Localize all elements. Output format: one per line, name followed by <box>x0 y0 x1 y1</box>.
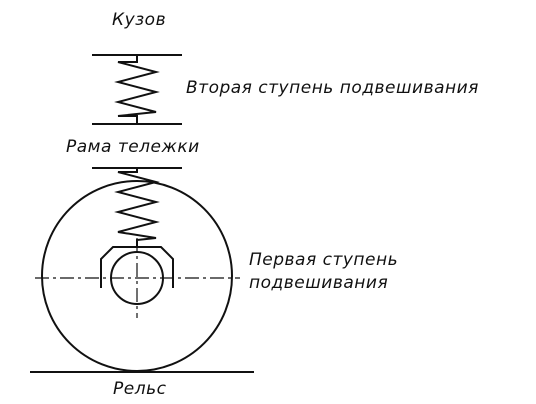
rail-label: Рельс <box>113 379 167 399</box>
second-stage-label: Вторая ступень подвешивания <box>186 78 479 98</box>
body-label: Кузов <box>112 10 166 30</box>
second-stage-spring <box>114 55 160 124</box>
first-stage-label-line2: подвешивания <box>249 273 388 293</box>
bogie-frame-label: Рама тележки <box>66 137 200 157</box>
first-stage-label-line1: Первая ступень <box>249 250 398 270</box>
first-stage-spring <box>114 168 160 246</box>
